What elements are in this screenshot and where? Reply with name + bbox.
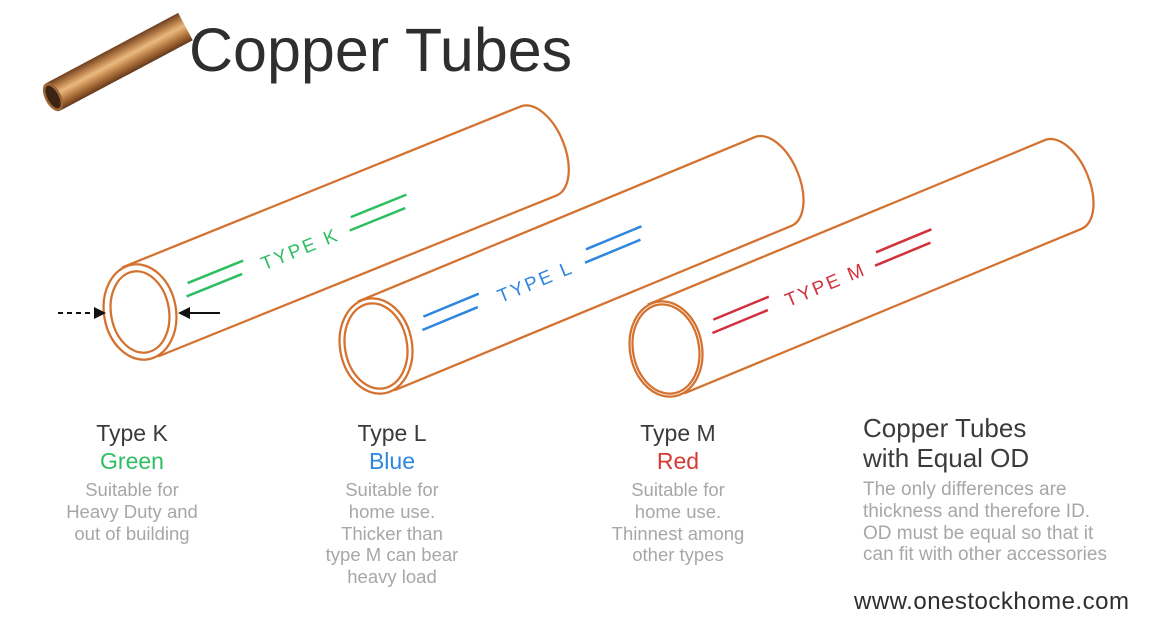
tube-k-opening-inner: [109, 270, 171, 354]
tube-k-stripe: [187, 259, 244, 285]
type-k-title: Type K: [96, 420, 168, 446]
tube-k-stripe: [350, 193, 407, 219]
type-m-color-name: Red: [656, 448, 700, 474]
tube-m-stripe: [875, 228, 932, 254]
copper-pipe-photo-icon: [42, 12, 193, 112]
summary-title: Copper Tubes with Equal OD: [863, 413, 1030, 473]
tube-l: TYPE L: [338, 134, 805, 395]
tube-l-stripe: [421, 305, 479, 332]
tube-m-stripe: [711, 308, 769, 335]
copper-pipe-hole: [45, 85, 61, 109]
od-measure-arrows: [58, 307, 220, 319]
type-k-color-name: Green: [100, 448, 164, 474]
page-title: Copper Tubes: [189, 16, 573, 84]
tube-l-opening-inner: [343, 302, 409, 390]
tube-l-body: [357, 134, 805, 392]
website-url: www.onestockhome.com: [854, 588, 1130, 615]
tube-m-body: [647, 137, 1095, 395]
tube-m: TYPE M: [628, 137, 1095, 398]
tube-k-stripe: [186, 272, 243, 298]
tube-k-stripe: [349, 206, 406, 232]
tube-l-stripe: [422, 292, 480, 318]
tube-k: TYPE K: [102, 104, 570, 361]
summary-column: Copper Tubes with Equal OD The only diff…: [863, 413, 1139, 566]
type-m-description: Suitable for home use. Thinnest among ot…: [611, 479, 745, 566]
tube-k-body: [121, 104, 570, 358]
type-l-description: Suitable for home use. Thicker than type…: [325, 479, 459, 588]
copper-pipe-body: [45, 12, 193, 111]
summary-description: The only differences are thickness and t…: [863, 479, 1107, 566]
type-l-color-name: Blue: [368, 448, 416, 474]
tube-l-stripe: [585, 225, 642, 251]
type-k-description: Suitable for Heavy Duty and out of build…: [66, 479, 198, 544]
legend-column-type-m: Type M Red Suitable for home use. Thinne…: [578, 419, 778, 566]
tube-m-stripe: [712, 295, 770, 321]
od-solid-arrowhead-icon: [178, 307, 190, 319]
legend-column-type-k: Type K Green Suitable for Heavy Duty and…: [32, 419, 232, 544]
tube-m-opening-inner: [631, 303, 701, 395]
od-dashed-arrowhead-icon: [94, 307, 106, 319]
type-m-title: Type M: [640, 420, 716, 446]
type-l-title: Type L: [357, 420, 427, 446]
legend-column-type-l: Type L Blue Suitable for home use. Thick…: [292, 419, 492, 588]
tube-m-stripe: [874, 241, 931, 267]
tube-l-stripe: [584, 238, 641, 264]
